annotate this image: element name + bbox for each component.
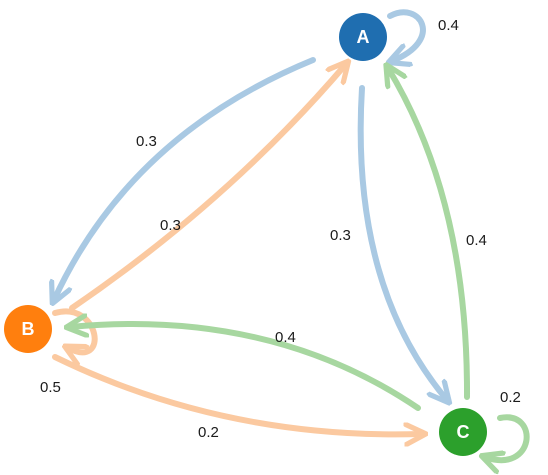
node-a-circle <box>339 13 387 61</box>
node-c: C <box>439 408 487 456</box>
node-c-label: C <box>457 422 470 442</box>
edge-label-c-to-b: 0.4 <box>275 329 296 346</box>
edge-label-a-self: 0.4 <box>438 17 459 34</box>
edge-b-to-a <box>69 64 346 311</box>
edge-c-to-a <box>388 68 471 400</box>
node-c-circle <box>439 408 487 456</box>
edge-label-b-self: 0.5 <box>40 379 61 396</box>
edge-a-self-loop <box>390 9 426 61</box>
edge-label-a-to-b: 0.3 <box>136 133 157 150</box>
edge-c-to-b <box>70 324 421 411</box>
edge-a-to-c <box>357 85 447 400</box>
edge-b-self-loop <box>52 308 98 352</box>
node-b: B <box>4 305 52 353</box>
edge-label-c-to-a: 0.4 <box>466 232 487 249</box>
edge-b-to-c <box>52 354 422 434</box>
edge-a-to-b <box>54 57 316 300</box>
edge-label-c-self: 0.2 <box>500 389 521 406</box>
edge-c-self-loop <box>485 414 530 460</box>
edge-label-b-to-a: 0.3 <box>160 217 181 234</box>
node-b-circle <box>4 305 52 353</box>
node-b-label: B <box>22 319 35 339</box>
edge-label-a-to-c: 0.3 <box>330 227 351 244</box>
edge-label-b-to-c: 0.2 <box>198 424 219 441</box>
node-a: A <box>339 13 387 61</box>
node-a-label: A <box>357 27 370 47</box>
